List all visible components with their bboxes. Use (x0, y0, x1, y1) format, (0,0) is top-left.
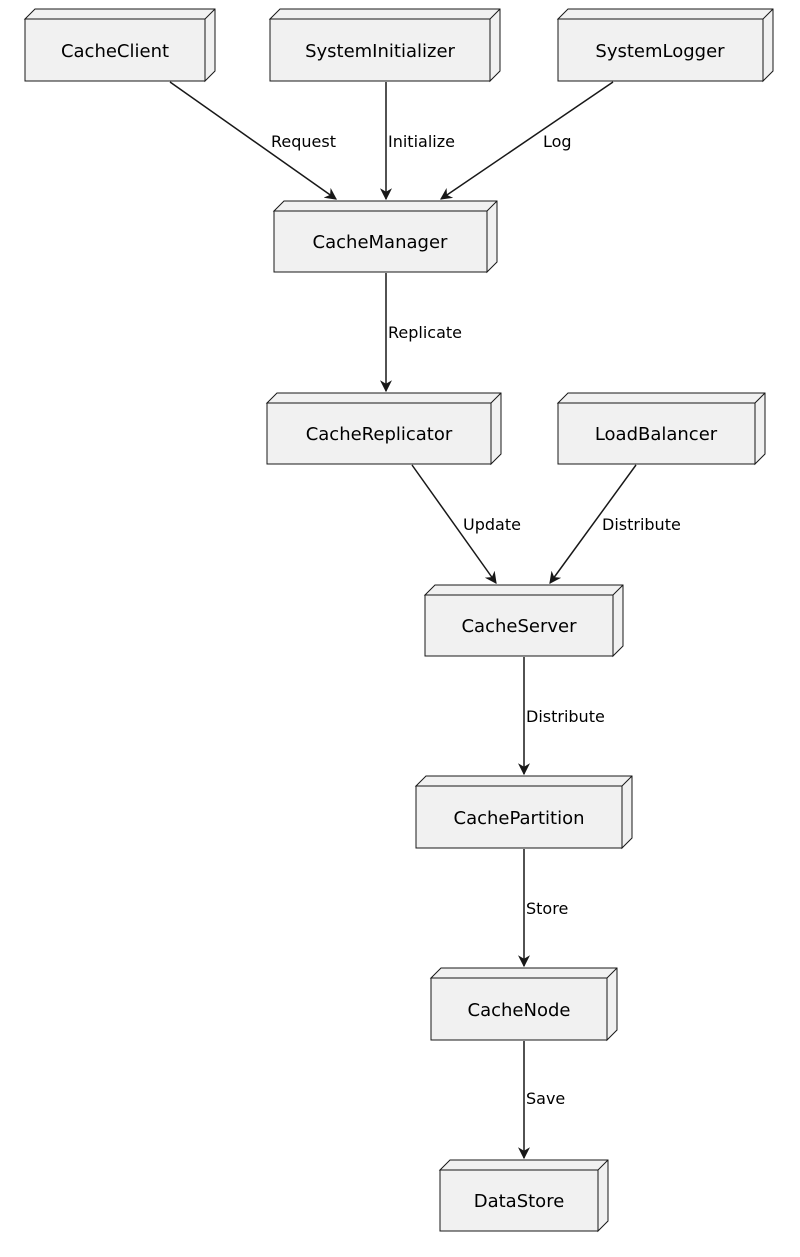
node-label-cache-manager: CacheManager (313, 232, 448, 253)
node-label-cache-replicator: CacheReplicator (306, 424, 453, 445)
node-label-cache-server: CacheServer (461, 616, 577, 637)
edge-label-save: Save (526, 1089, 565, 1108)
edge-replicate: Replicate (380, 273, 462, 393)
node-label-system-logger: SystemLogger (595, 41, 725, 62)
node-cache-replicator: CacheReplicator (265, 392, 502, 466)
node-label-data-store: DataStore (474, 1191, 565, 1212)
node-system-initializer: SystemInitializer (268, 8, 501, 83)
node-label-cache-client: CacheClient (61, 41, 169, 62)
node-label-cache-node: CacheNode (468, 1000, 571, 1021)
node-label-cache-partition: CachePartition (454, 808, 585, 829)
edge-request: Request (169, 81, 337, 200)
edge-label-distribute-load-balancer: Distribute (602, 515, 681, 534)
node-label-load-balancer: LoadBalancer (595, 424, 718, 445)
edge-store: Store (518, 849, 568, 968)
node-cache-manager: CacheManager (272, 200, 498, 274)
node-cache-partition: CachePartition (414, 775, 633, 850)
edge-label-replicate: Replicate (388, 323, 462, 342)
node-cache-server: CacheServer (423, 584, 624, 658)
node-cache-node: CacheNode (429, 967, 618, 1042)
edge-log: Log (440, 81, 614, 200)
node-system-logger: SystemLogger (556, 8, 774, 83)
edge-distribute-load-balancer: Distribute (549, 464, 681, 584)
node-load-balancer: LoadBalancer (556, 392, 766, 466)
edge-save: Save (518, 1041, 565, 1160)
edge-distribute-server: Distribute (518, 657, 605, 776)
edge-initialize: Initialize (380, 82, 455, 201)
edge-label-log: Log (543, 132, 572, 151)
edge-label-distribute-server: Distribute (526, 707, 605, 726)
node-label-system-initializer: SystemInitializer (305, 41, 455, 62)
edge-label-initialize: Initialize (388, 132, 455, 151)
edge-label-request: Request (271, 132, 336, 151)
edge-label-update: Update (463, 515, 521, 534)
node-data-store: DataStore (438, 1159, 609, 1233)
node-cache-client: CacheClient (23, 8, 216, 83)
edge-label-store: Store (526, 899, 568, 918)
edge-update: Update (411, 464, 521, 584)
